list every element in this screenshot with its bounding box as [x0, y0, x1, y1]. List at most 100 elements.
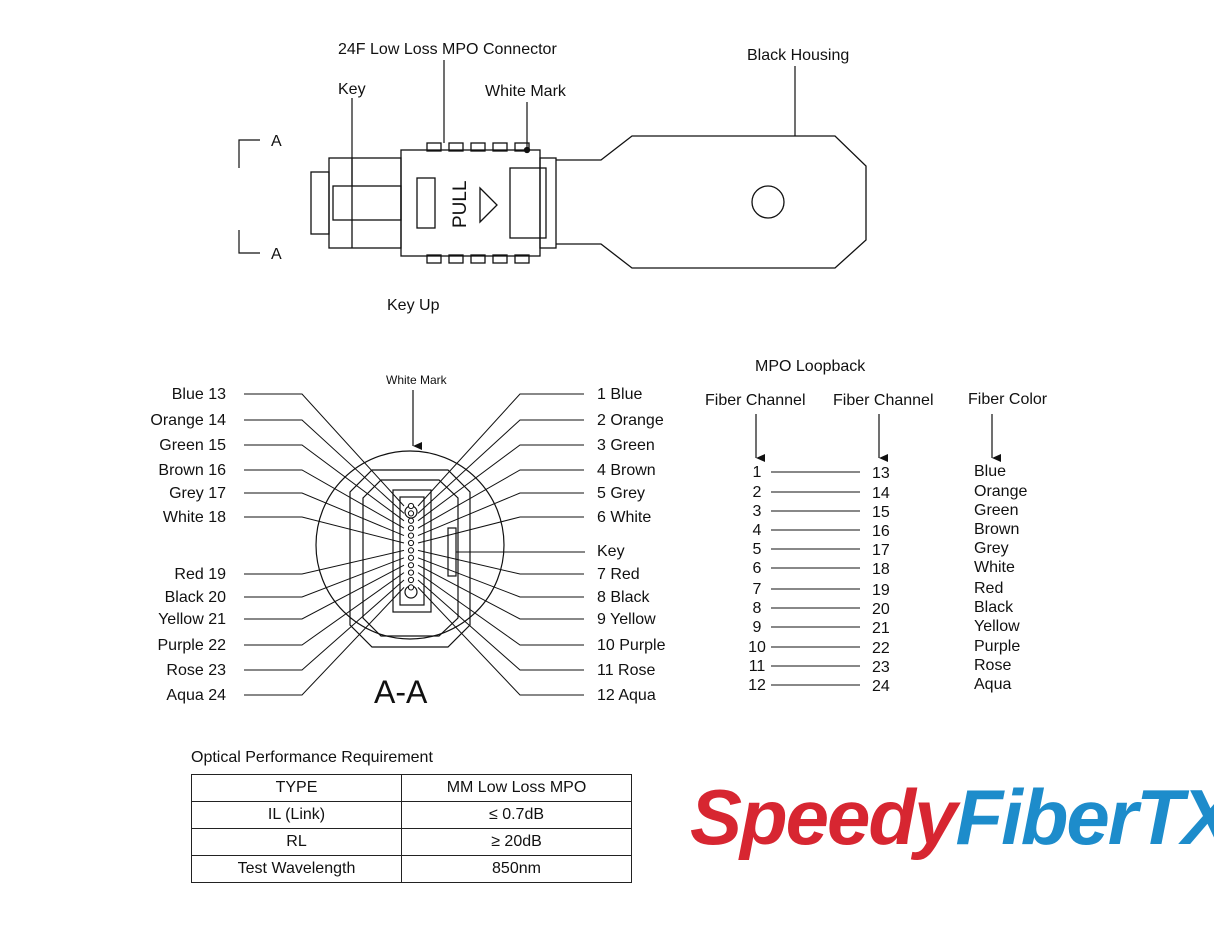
- fiber-leader-left: [244, 549, 405, 575]
- loopback-fiber-color: Aqua: [974, 676, 1011, 693]
- loopback-channel-a: 11: [749, 658, 766, 675]
- loopback-channel-b: 21: [872, 620, 890, 637]
- perf-cell: TYPE: [191, 774, 402, 802]
- loopback-row: 1 13 Blue: [753, 463, 1007, 482]
- loopback-channel-b: 17: [872, 542, 890, 559]
- fiber-label-right: 4 Brown: [597, 462, 656, 479]
- loopback-channel-b: 15: [872, 504, 890, 521]
- fiber-leader-right: [417, 492, 584, 537]
- black-housing-outline: [556, 135, 867, 269]
- fiber-dots: [407, 502, 415, 591]
- fiber-dot: [407, 510, 415, 517]
- fiber-leader-right: [417, 557, 584, 598]
- fiber-dot: [407, 554, 415, 561]
- fiber-leader-right: [417, 444, 584, 522]
- fiber-label-left: Orange 14: [150, 412, 226, 429]
- loopback-channel-a: 3: [753, 503, 762, 520]
- loopback-channel-a: 12: [748, 677, 766, 694]
- loopback-channel-b: 14: [872, 485, 890, 502]
- loopback-channel-a: 6: [753, 560, 762, 577]
- loopback-channel-a: 1: [753, 464, 762, 481]
- loopback-fiber-color: Blue: [974, 463, 1006, 480]
- fiber-label-left: Purple 22: [158, 637, 227, 654]
- loopback-title: MPO Loopback: [755, 358, 866, 375]
- loopback-channel-a: 10: [748, 639, 766, 656]
- loopback-row: 10 22 Purple: [748, 638, 1020, 657]
- fiber-leader-left: [244, 469, 405, 529]
- fiber-label-right: 10 Purple: [597, 637, 666, 654]
- loopback-fiber-color: Orange: [974, 483, 1027, 500]
- section-aa-label: A-A: [374, 674, 428, 710]
- fiber-label-left: Rose 23: [166, 662, 226, 679]
- fiber-label-right: 7 Red: [597, 566, 640, 583]
- connector-side-view: [310, 135, 867, 269]
- loopback-fiber-color: Purple: [974, 638, 1020, 655]
- fiber-leader-right: [417, 393, 584, 507]
- loopback-row: 6 18 White: [753, 559, 1015, 578]
- speedyfibertx-logo: SpeedyFiberTX: [690, 772, 1214, 863]
- pull-label: PULL: [450, 180, 471, 228]
- fiber-label-right: 5 Grey: [597, 485, 645, 502]
- loopback-channel-a: 8: [753, 600, 762, 617]
- fiber-leader-right: [417, 469, 584, 529]
- fiber-label-left: Red 19: [174, 566, 226, 583]
- fiber-label-right: 1 Blue: [597, 386, 642, 403]
- fiber-leader-left: [244, 393, 405, 507]
- fiber-leader-right: [417, 549, 584, 575]
- fiber-leader-right: [417, 564, 584, 620]
- loopback-channel-b: 20: [872, 601, 890, 618]
- face-leaders: [244, 393, 584, 696]
- fiber-label-right: 2 Orange: [597, 412, 664, 429]
- pull-arrow-icon: [479, 186, 498, 224]
- fiber-label-left: Green 15: [159, 437, 226, 454]
- fiber-leader-left: [244, 492, 405, 537]
- loopback-fiber-color: White: [974, 559, 1015, 576]
- loopback-channel-b: 22: [872, 640, 890, 657]
- fiber-dot: [407, 547, 415, 554]
- fiber-label-right: 3 Green: [597, 437, 655, 454]
- section-a-top: A: [271, 133, 282, 150]
- loopback-channel-b: 24: [872, 678, 890, 695]
- loopback-fiber-color: Grey: [974, 540, 1009, 557]
- fiber-label-right: 9 Yellow: [597, 611, 656, 628]
- key-rect: [332, 185, 402, 221]
- fiber-dot: [407, 539, 415, 547]
- loopback-channel-b: 16: [872, 523, 890, 540]
- fiber-dot: [407, 562, 415, 569]
- loopback-channel-b: 18: [872, 561, 890, 578]
- fiber-label-left: Black 20: [165, 589, 226, 606]
- fiber-label-left: Brown 16: [158, 462, 226, 479]
- fiber-leader-left: [244, 516, 405, 544]
- perf-cell: Test Wavelength: [191, 855, 402, 883]
- fiber-leader-left: [244, 579, 405, 671]
- fiber-leader-right: [417, 572, 584, 646]
- connector-title: 24F Low Loss MPO Connector: [338, 41, 557, 58]
- loopback-fiber-color: Yellow: [974, 618, 1020, 635]
- fiber-leader-left: [244, 587, 405, 696]
- face-key-label: Key: [597, 543, 625, 560]
- fiber-leader-right: [417, 587, 584, 696]
- fiber-dot: [407, 525, 415, 532]
- fiber-leader-left: [244, 557, 405, 598]
- loopback-row: 12 24 Aqua: [748, 676, 1011, 695]
- top-leaders: [238, 60, 796, 254]
- key-up-label: Key Up: [387, 297, 440, 314]
- connector-front: [328, 157, 402, 249]
- table-row: RL≥ 20dB: [191, 828, 632, 856]
- fiber-label-left: Yellow 21: [158, 611, 226, 628]
- perf-cell: IL (Link): [191, 801, 402, 829]
- end-face-outline: [315, 450, 505, 640]
- fiber-label-left: Aqua 24: [166, 687, 226, 704]
- table-row: IL (Link)≤ 0.7dB: [191, 801, 632, 829]
- fiber-label-right: 11 Rose: [597, 662, 656, 679]
- loopback-channel-a: 7: [753, 581, 762, 598]
- black-housing-label: Black Housing: [747, 47, 849, 64]
- loopback-channel-b: 13: [872, 465, 890, 482]
- loopback-channel-b: 23: [872, 659, 890, 676]
